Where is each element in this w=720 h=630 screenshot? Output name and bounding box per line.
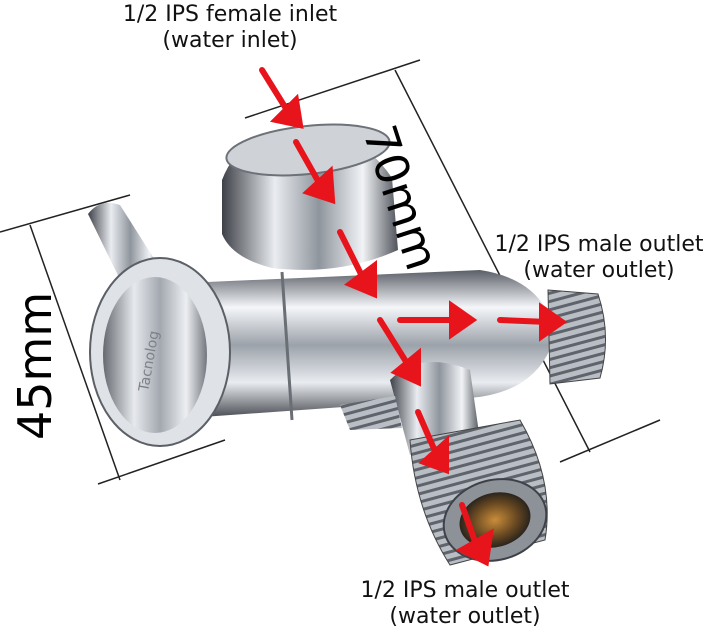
inlet-label-line2: (water inlet) <box>162 28 298 53</box>
height-dimension: 45mm <box>8 291 62 440</box>
valve-body <box>89 257 555 447</box>
bottom-outlet-label-line1: 1/2 IPS male outlet <box>360 578 570 603</box>
inlet-label-line1: 1/2 IPS female inlet <box>122 2 338 27</box>
bottom-outlet-label-line2: (water outlet) <box>389 604 541 629</box>
diverter-peg <box>340 396 402 430</box>
bottom-outlet-label: 1/2 IPS male outlet (water outlet) <box>330 578 600 630</box>
dimension-lines <box>0 59 661 485</box>
flow-arrows <box>259 67 568 567</box>
right-outlet-label-line2: (water outlet) <box>523 258 675 283</box>
right-outlet-label: 1/2 IPS male outlet (water outlet) <box>478 232 720 284</box>
right-outlet-thread <box>547 289 606 385</box>
inlet-nut <box>222 123 398 270</box>
inlet-label: 1/2 IPS female inlet (water inlet) <box>100 2 360 54</box>
right-outlet-label-line1: 1/2 IPS male outlet <box>494 232 704 257</box>
